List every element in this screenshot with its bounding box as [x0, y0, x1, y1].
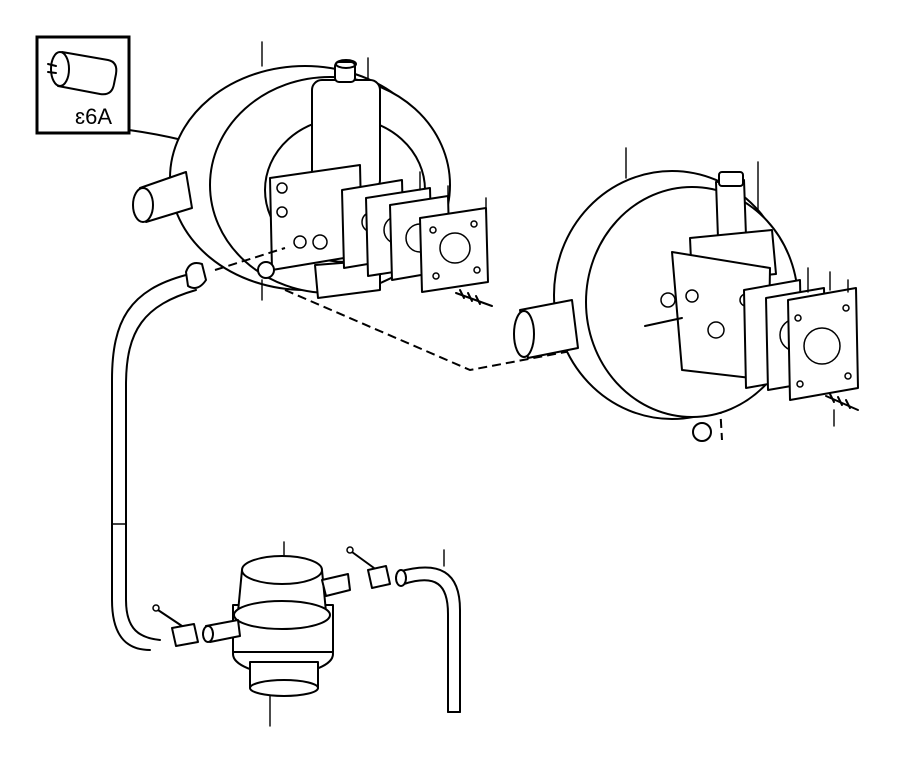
- return-hose: [395, 549, 461, 713]
- sensor-plug-icon: [47, 51, 118, 96]
- valve-assembly-left: [185, 57, 493, 307]
- inset-label: ɛ6A: [75, 104, 112, 129]
- vacuum-hose: [111, 274, 197, 651]
- filter-canister: [202, 541, 351, 727]
- hose-clamps: [152, 546, 391, 647]
- inset-detail: ɛ6A: [35, 35, 131, 135]
- brake-booster-right: [513, 147, 859, 442]
